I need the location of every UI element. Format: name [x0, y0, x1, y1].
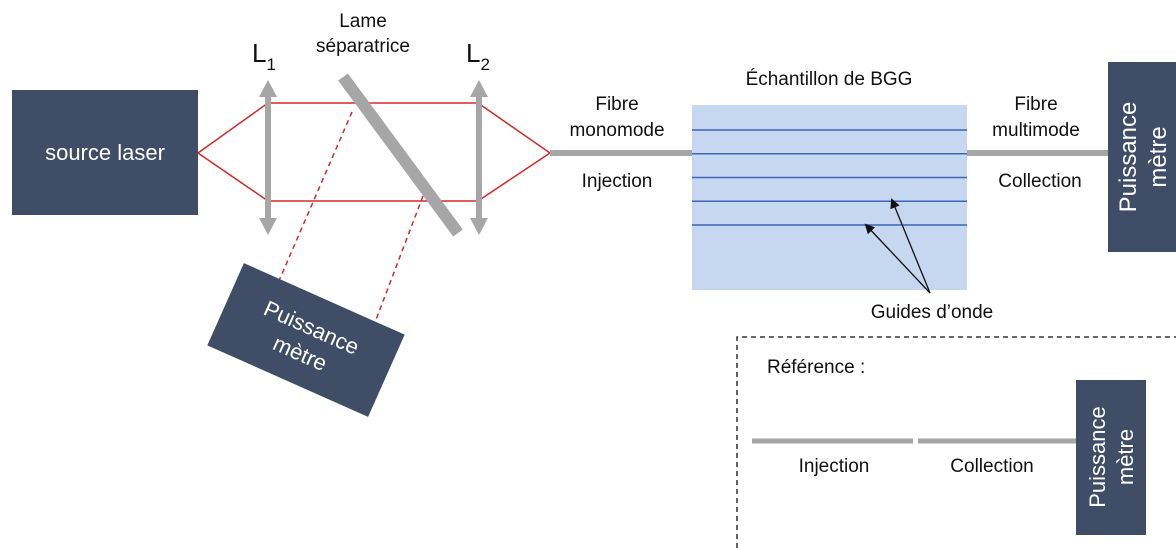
lens-2-arrow-bottom: [470, 218, 488, 235]
lens-2-index: 2: [480, 55, 489, 74]
lens-1-index: 1: [266, 55, 275, 74]
lens-2-letter: L: [466, 38, 480, 68]
side-power-meter: Puissance mètre: [207, 263, 405, 417]
side-power-meter-box: [207, 263, 405, 417]
reference-collection-label: Collection: [950, 456, 1033, 477]
beam-upper: [197, 102, 551, 154]
main-power-meter-box: [1108, 62, 1176, 252]
lens-1-arrow-top: [259, 80, 277, 97]
reflected-beam-right: [373, 195, 424, 326]
lens-1: [259, 80, 277, 235]
beam-splitter-label-line2: séparatrice: [316, 36, 410, 57]
fiber-output-caption: Collection: [998, 171, 1081, 192]
main-power-meter-label-line2: mètre: [1145, 126, 1172, 187]
fiber-input-label-line2: monomode: [569, 120, 664, 141]
waveguides-label: Guides d’onde: [871, 302, 994, 323]
bgg-sample-body: [692, 105, 967, 290]
reflected-beam: [274, 111, 424, 326]
reference-power-meter-label-line1: Puissance: [1085, 406, 1110, 508]
laser-beam: [197, 102, 551, 202]
fiber-output-label-line2: multimode: [992, 120, 1080, 141]
lens-2-body: [476, 90, 482, 225]
reference-power-meter-box: [1076, 380, 1146, 535]
sample-title: Échantillon de BGG: [746, 69, 913, 90]
laser-source: source laser: [12, 90, 198, 215]
fiber-output-label-line1: Fibre: [1014, 94, 1057, 115]
waveguides: [692, 129, 967, 226]
lens-1-letter: L: [252, 38, 266, 68]
lens-2-arrow-top: [470, 80, 488, 97]
lens-1-arrow-bottom: [259, 218, 277, 235]
main-power-meter: Puissance mètre: [1108, 62, 1176, 252]
reference-power-meter-label-line2: mètre: [1113, 429, 1138, 485]
reference-title: Référence :: [767, 357, 865, 378]
lens-2-label: L2: [466, 38, 490, 74]
beam-splitter-label-line1: Lame: [339, 11, 387, 32]
fiber-input-caption: Injection: [582, 171, 653, 192]
lens-1-body: [265, 90, 271, 225]
reference-panel: Référence : Injection Collection Puissan…: [736, 336, 1176, 548]
laser-source-box: [12, 90, 198, 215]
beam-lower: [197, 152, 551, 202]
waveguide-pointer-arrow-1: [864, 223, 931, 294]
beam-splitter-plate: [338, 73, 463, 237]
bgg-sample: [692, 105, 967, 290]
main-power-meter-label-line1: Puissance: [1115, 102, 1142, 213]
waveguide-pointers: [864, 198, 931, 294]
fiber-input-label-line1: Fibre: [595, 94, 638, 115]
waveguide-pointer-arrow-2: [890, 198, 931, 294]
lens-1-label: L1: [252, 38, 276, 74]
laser-source-label: source laser: [45, 140, 165, 165]
reference-panel-frame: [736, 336, 1176, 548]
reference-injection-label: Injection: [799, 456, 870, 477]
lens-2: [470, 80, 488, 235]
